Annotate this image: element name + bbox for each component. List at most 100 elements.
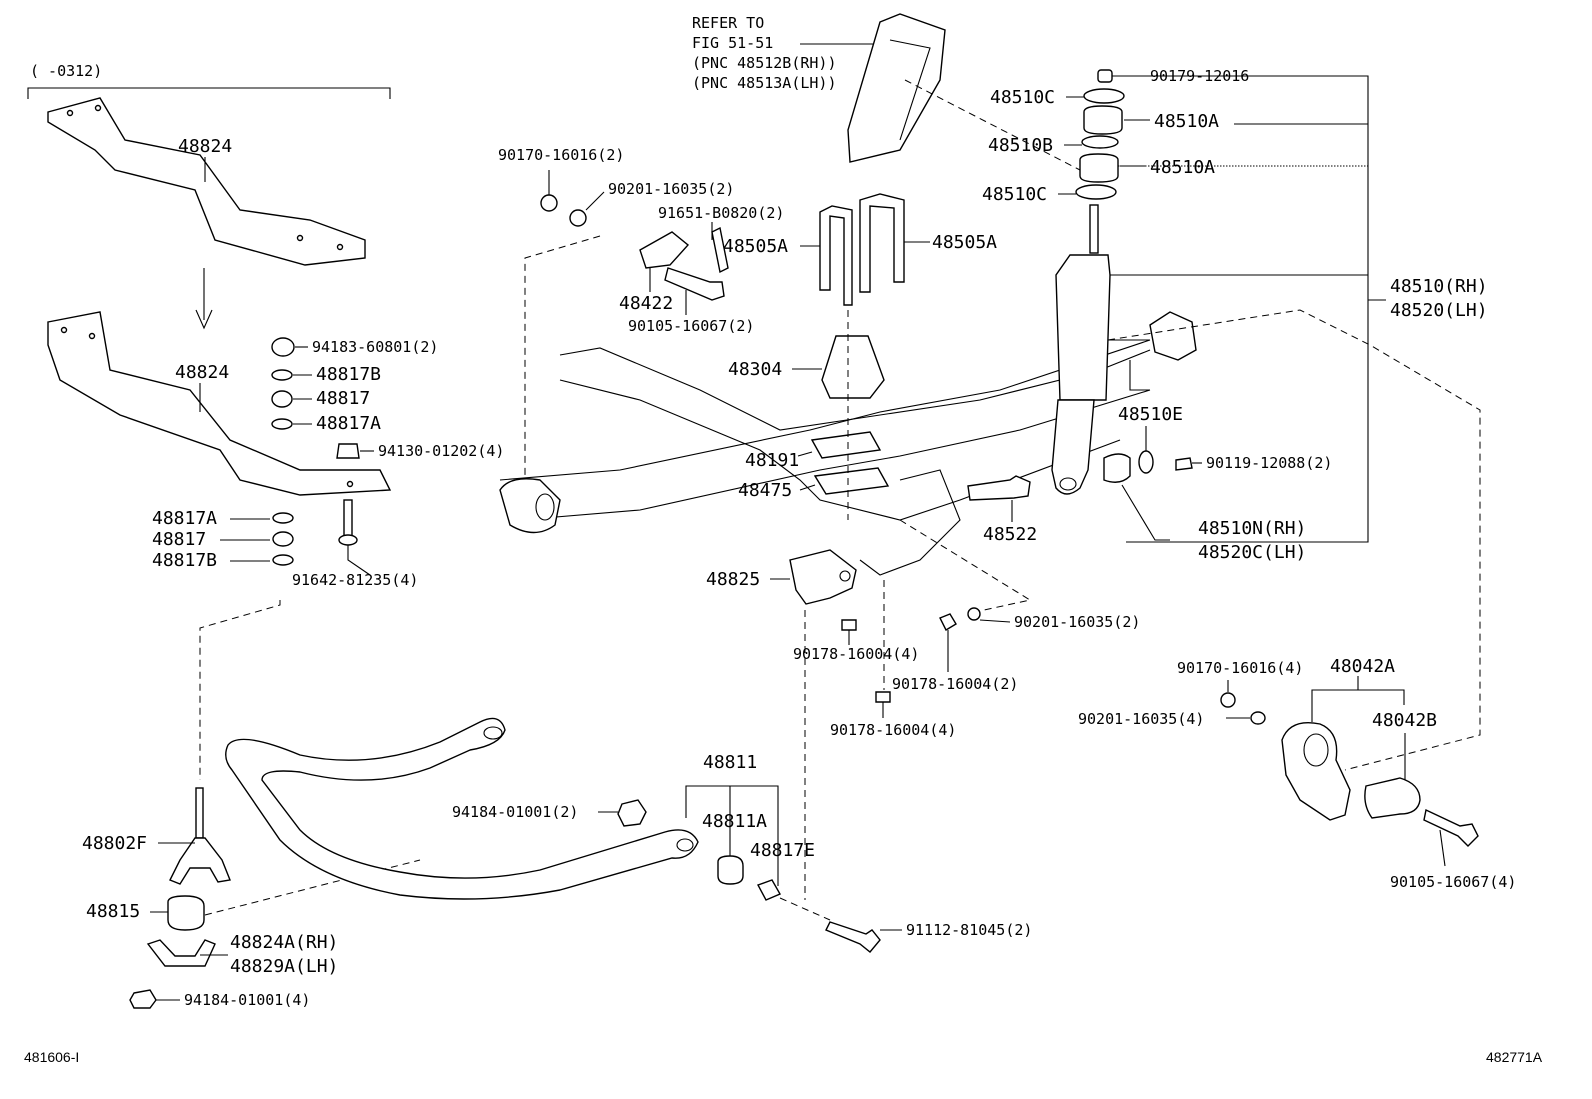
label-48191: 48191 — [745, 450, 799, 471]
bushing-48510N[interactable] — [1103, 453, 1131, 483]
label-90178-a: 90178-16004(4) — [793, 645, 919, 663]
refer-line1: REFER TO — [692, 14, 764, 32]
label-48505A-right: 48505A — [932, 232, 997, 253]
label-48304: 48304 — [728, 359, 782, 380]
nut-90179[interactable] — [1097, 69, 1113, 83]
washer-90201-top[interactable] — [569, 209, 587, 227]
label-91642: 91642-81235(4) — [292, 571, 418, 589]
label-48817-right: 48817 — [316, 388, 370, 409]
u-bolt-48505A-right[interactable] — [859, 193, 905, 293]
label-48520LH: 48520(LH) — [1390, 300, 1488, 321]
label-91651: 91651-B0820(2) — [658, 204, 784, 222]
cushion-48510A-bottom[interactable] — [1079, 153, 1119, 183]
bushing-48815[interactable] — [167, 895, 205, 931]
bolt-91651[interactable] — [711, 226, 729, 274]
label-48817B-left: 48817B — [152, 550, 217, 571]
collar-48817E[interactable] — [757, 879, 781, 901]
plate-48422[interactable] — [639, 231, 690, 269]
label-48811: 48811 — [703, 752, 757, 773]
nut-94184-mid[interactable] — [617, 799, 647, 827]
washer-48510B[interactable] — [1081, 135, 1119, 149]
label-48829A: 48829A(LH) — [230, 956, 338, 977]
nut-90178-c[interactable] — [875, 691, 891, 703]
washer-48817A-right[interactable] — [271, 418, 293, 430]
label-48510A-top: 48510A — [1154, 111, 1219, 132]
spring-eye-front[interactable] — [499, 478, 561, 534]
plate-48191[interactable] — [810, 431, 882, 459]
cushion-94183[interactable] — [271, 337, 295, 357]
label-90170-top: 90170-16016(2) — [498, 146, 624, 164]
washer-48510C-bottom[interactable] — [1075, 184, 1117, 200]
label-48510RH: 48510(RH) — [1390, 276, 1488, 297]
bolt-91642[interactable] — [343, 499, 353, 537]
label-48817A-right: 48817A — [316, 413, 381, 434]
washer-90201-mid[interactable] — [967, 607, 981, 621]
label-48825: 48825 — [706, 569, 760, 590]
nut-90170-top[interactable] — [540, 194, 558, 212]
label-90178-b: 90178-16004(2) — [892, 675, 1018, 693]
nut-90178-b[interactable] — [939, 613, 957, 631]
nut-94130[interactable] — [336, 443, 360, 459]
label-94184-bottom: 94184-01001(4) — [184, 991, 310, 1009]
bushing-48042B[interactable] — [1364, 777, 1421, 819]
crossmember-48824-lower[interactable] — [47, 311, 392, 496]
bumper-48304[interactable] — [821, 335, 885, 399]
shackle-48042A[interactable] — [1281, 722, 1351, 821]
frame-bracket-48512B[interactable] — [847, 13, 946, 163]
label-90201-mid: 90201-16035(2) — [1014, 613, 1140, 631]
label-90105-right: 90105-16067(4) — [1390, 873, 1516, 891]
washer-48817B-right[interactable] — [271, 369, 293, 381]
washer-90201-right[interactable] — [1250, 711, 1266, 725]
bolt-90119[interactable] — [1175, 457, 1193, 471]
label-90201-right: 90201-16035(4) — [1078, 710, 1204, 728]
down-arrow-icon — [195, 268, 213, 330]
label-48475: 48475 — [738, 480, 792, 501]
u-bolt-48505A-left[interactable] — [819, 205, 853, 306]
label-91112: 91112-81045(2) — [906, 921, 1032, 939]
label-48042B: 48042B — [1372, 710, 1437, 731]
shackle-group: 90170-16016(4) 90201-16035(4) 48042A 480… — [1078, 656, 1516, 891]
nut-94184-bottom[interactable] — [129, 989, 157, 1009]
cushion-48817-right[interactable] — [271, 390, 293, 408]
label-48505A-left: 48505A — [723, 236, 788, 257]
label-48824A: 48824A(RH) — [230, 932, 338, 953]
washer-48510E[interactable] — [1138, 450, 1154, 474]
label-48824-mid: 48824 — [175, 362, 229, 383]
label-94130: 94130-01202(4) — [378, 442, 504, 460]
spring-eye-rear[interactable] — [1149, 311, 1197, 361]
washer-48817A-left[interactable] — [272, 512, 294, 524]
crossmember-48824-upper[interactable] — [47, 97, 366, 266]
label-48802F: 48802F — [82, 833, 147, 854]
label-48510C-bottom: 48510C — [982, 184, 1047, 205]
label-48811A: 48811A — [702, 811, 767, 832]
washer-48510C-top[interactable] — [1083, 88, 1125, 104]
nut-90170-right[interactable] — [1220, 692, 1236, 708]
refer-line2: FIG 51-51 — [692, 34, 773, 52]
bolt-91112[interactable] — [825, 921, 881, 953]
seat-48475[interactable] — [813, 467, 890, 495]
bolt-90105-top[interactable] — [664, 267, 725, 301]
washer-48817B-left[interactable] — [272, 554, 294, 566]
nut-90178-a[interactable] — [841, 619, 857, 631]
label-48042A: 48042A — [1330, 656, 1395, 677]
label-48817-left: 48817 — [152, 529, 206, 550]
label-48510A-bottom: 48510A — [1150, 157, 1215, 178]
link-48802F[interactable] — [195, 787, 204, 839]
label-48510N: 48510N(RH) — [1198, 518, 1306, 539]
stabilizer-bar-48811[interactable] — [225, 717, 699, 900]
label-90119: 90119-12088(2) — [1206, 454, 1332, 472]
shock-absorber-48510[interactable] — [1055, 254, 1111, 401]
label-48817B-right: 48817B — [316, 364, 381, 385]
label-48510C-top: 48510C — [990, 87, 1055, 108]
bracket-48824A[interactable] — [146, 939, 216, 967]
bolt-90105-right[interactable] — [1423, 808, 1479, 847]
cushion-48817-left[interactable] — [272, 531, 294, 547]
stud-48522[interactable] — [967, 475, 1031, 501]
cushion-48510A-top[interactable] — [1083, 105, 1123, 135]
bracket-48825[interactable] — [789, 549, 857, 605]
bushing-48811A[interactable] — [717, 855, 744, 885]
bracket-line — [27, 87, 391, 99]
footer-left-code: 481606-I — [24, 1049, 79, 1065]
refer-line3: (PNC 48512B(RH)) — [692, 54, 837, 72]
